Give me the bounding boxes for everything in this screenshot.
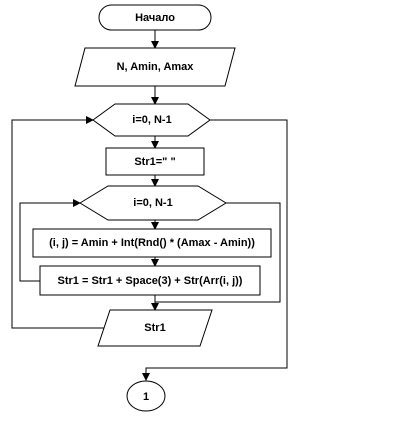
inner-loop-return-line [19,199,81,282]
outer-loop-label: i=0, N-1 [132,114,171,126]
inner-loop-label: i=0, N-1 [133,197,172,209]
connector-label: 1 [143,391,149,403]
inner-loop-hexagon [79,185,227,221]
input-parallelogram [74,47,236,87]
assign-element-label: (i, j) = Amin + Int(Rnd() * (Amax - Amin… [49,237,255,249]
outer-loop-return-line [11,116,125,329]
inner-loop-exit-line [155,202,281,303]
init-str-process [105,147,205,176]
output-parallelogram [97,309,213,347]
init-str-label: Str1=" " [134,156,175,168]
start-terminator [98,4,212,31]
concat-str-process [39,265,261,296]
outer-loop-exit-line [142,119,288,381]
assign-element-process [32,228,272,258]
output-label: Str1 [144,322,165,334]
input-label: N, Amin, Amax [117,61,195,73]
start-label: Начало [135,12,175,24]
connector-circle [126,380,166,412]
concat-str-label: Str1 = Str1 + Space(3) + Str(Arr(i, j)) [58,275,243,287]
outer-loop-hexagon [92,103,211,137]
